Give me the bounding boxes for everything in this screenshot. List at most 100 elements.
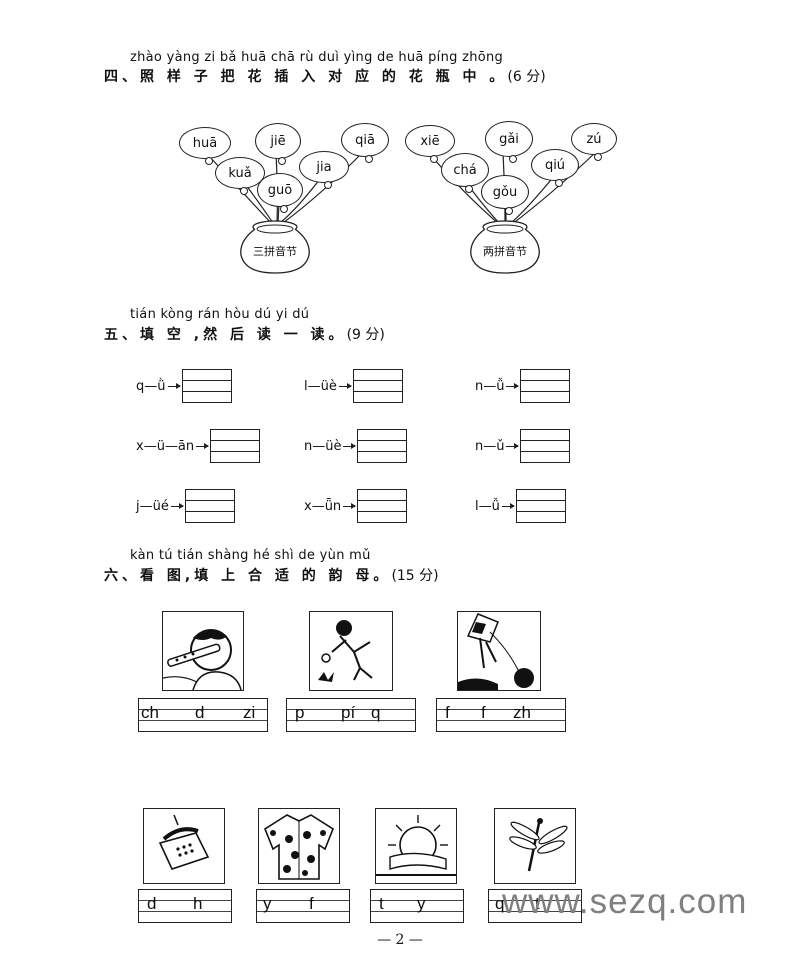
watermark: www.sezq.com (502, 882, 748, 921)
fill-item-label: n—ǚ (475, 378, 505, 394)
section4-heading: 四、照 样 子 把 花 插 入 对 应 的 花 瓶 中 。(6 分) (104, 66, 546, 86)
flower-label: qiā (355, 132, 375, 148)
answer-box[interactable] (357, 489, 408, 523)
answer-box[interactable] (520, 369, 571, 403)
section6-heading: 六、看 图,填 上 合 适 的 韵 母。(15 分) (104, 565, 439, 585)
answer-box[interactable] (184, 489, 235, 523)
answer-box[interactable] (181, 369, 232, 403)
answer-box[interactable] (515, 489, 566, 523)
fill-item: n—üè (304, 429, 408, 463)
flower-cloud: chá (441, 153, 489, 193)
section5-score: (9 分) (346, 327, 385, 343)
flower-cloud: kuǎ (215, 157, 265, 195)
flower-cloud: jia (299, 151, 349, 189)
telephone-icon (143, 808, 225, 884)
section4-score: (6 分) (507, 69, 546, 85)
initial-letter: t (379, 894, 384, 913)
vase-icon (470, 220, 540, 274)
fill-item-label: x—ǖn (304, 498, 342, 514)
flower-label: qiú (544, 157, 566, 173)
initial-letter: h (193, 894, 203, 913)
flower-label: xiē (420, 133, 440, 149)
flower-cloud: jiē (255, 123, 301, 165)
initial-letter: f (445, 703, 450, 722)
arrow-icon (196, 442, 210, 449)
vase-label: 三拼音节 (253, 245, 297, 258)
flute-player-icon (162, 611, 244, 691)
flower-cloud: qiú (531, 149, 579, 187)
arrow-icon (170, 502, 184, 509)
section5-pinyin: tián kòng rán hòu dú yi dú (130, 307, 310, 322)
section6-score: (15 分) (391, 568, 439, 584)
flower-cloud: guō (257, 173, 303, 213)
fill-item-label: l—ǚ (475, 498, 500, 514)
answer-line[interactable]: q t (488, 889, 582, 923)
flower-cloud: xiē (405, 125, 455, 163)
flower-label: jiē (270, 133, 286, 149)
flower-cloud: qiā (341, 123, 389, 163)
fill-item-label: n—ǔ (475, 438, 505, 454)
answer-box[interactable] (210, 429, 261, 463)
initial-letter: pí (341, 703, 356, 722)
flower-label: jia (316, 159, 332, 175)
fill-item: n—ǚ (475, 369, 571, 403)
flower-label: zú (586, 131, 602, 147)
arrow-icon (501, 502, 515, 509)
fill-item-label: j—üé (136, 498, 169, 514)
initial-letter: y (417, 894, 426, 913)
fill-item-label: n—üè (304, 438, 342, 454)
arrow-icon (167, 382, 181, 389)
fill-item: n—ǔ (475, 429, 571, 463)
flower-label: guō (267, 182, 293, 198)
child-flying-kite-icon (457, 611, 541, 691)
vase-icon (240, 220, 310, 274)
padded-jacket-icon (258, 808, 340, 884)
initial-letter: y (263, 894, 272, 913)
answer-line[interactable]: y f (256, 889, 350, 923)
answer-line[interactable]: t y (370, 889, 464, 923)
flower-cloud: gǎi (485, 121, 533, 163)
flower-cloud: gǒu (481, 175, 529, 215)
arrow-icon (506, 442, 520, 449)
answer-line[interactable]: f f zh (436, 698, 566, 732)
arrow-icon (338, 382, 352, 389)
initial-letter: zh (513, 703, 531, 722)
fill-item-label: x—ü—ān (136, 438, 195, 454)
fill-item: x—ǖn (304, 489, 408, 523)
answer-box[interactable] (520, 429, 571, 463)
initial-letter: d (147, 894, 157, 913)
flower-label: kuǎ (228, 165, 252, 181)
answer-box[interactable] (357, 429, 408, 463)
section4-pinyin: zhào yàng zi bǎ huā chā rù duì yìng de h… (130, 50, 504, 65)
initial-letter: q (371, 703, 381, 722)
section6-pinyin: kàn tú tián shàng hé shì de yùn mǔ (130, 548, 371, 563)
flower-vase-illustration: huā jiē qiā kuǎ jia guō xiē gǎi zú chá q… (172, 112, 622, 282)
initial-letter: d (195, 703, 205, 722)
flower-label: gǒu (492, 184, 518, 200)
fill-item: q—ǜ (136, 369, 232, 403)
flower-label: chá (453, 162, 477, 178)
page-number: — 2 — (377, 932, 423, 948)
vase-three-part-syllable: 三拼音节 (235, 219, 315, 275)
initial-letter: zi (243, 703, 256, 722)
arrow-icon (343, 502, 357, 509)
section5-heading-text: 五、填 空 ,然 后 读 一 读。 (104, 327, 347, 343)
initial-letter: f (481, 703, 486, 722)
sun-icon (375, 808, 457, 884)
vase-two-part-syllable: 两拼音节 (465, 219, 545, 275)
initial-letter: p (295, 703, 305, 722)
answer-line[interactable]: p pí q (286, 698, 416, 732)
section4-heading-text: 四、照 样 子 把 花 插 入 对 应 的 花 瓶 中 。 (104, 69, 508, 85)
flower-cloud: huā (179, 127, 231, 165)
arrow-icon (506, 382, 520, 389)
initial-letter: q (495, 894, 505, 913)
vase-label: 两拼音节 (483, 245, 527, 258)
fill-item: l—ǚ (475, 489, 566, 523)
fill-item-label: l—üè (304, 378, 337, 394)
answer-box[interactable] (352, 369, 403, 403)
flower-label: gǎi (499, 131, 519, 147)
answer-line[interactable]: ch d zi (138, 698, 268, 732)
answer-line[interactable]: d h (138, 889, 232, 923)
section5-heading: 五、填 空 ,然 后 读 一 读。(9 分) (104, 324, 385, 344)
arrow-icon (343, 442, 357, 449)
